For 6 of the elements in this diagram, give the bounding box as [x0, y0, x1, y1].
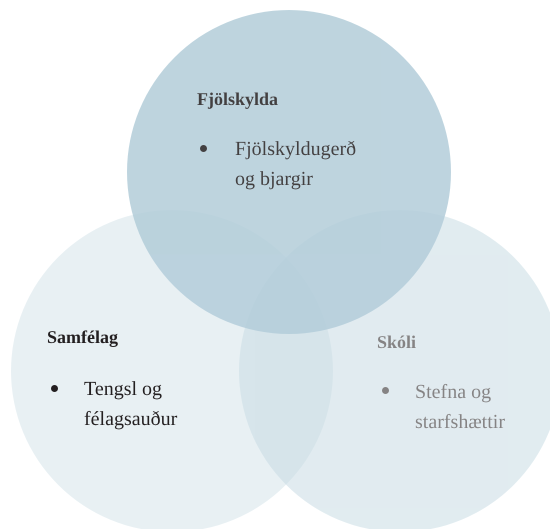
circle-heading: Fjölskylda	[197, 88, 278, 110]
circle-heading: Skóli	[377, 331, 416, 353]
bullet-text: Stefna og starfshættir	[415, 380, 506, 435]
bullet-text: Tengsl og félagsauður	[84, 377, 178, 432]
bullet-text: Fjölskyldugerð og bjargir	[235, 137, 358, 192]
circle-heading: Samfélag	[47, 326, 118, 348]
